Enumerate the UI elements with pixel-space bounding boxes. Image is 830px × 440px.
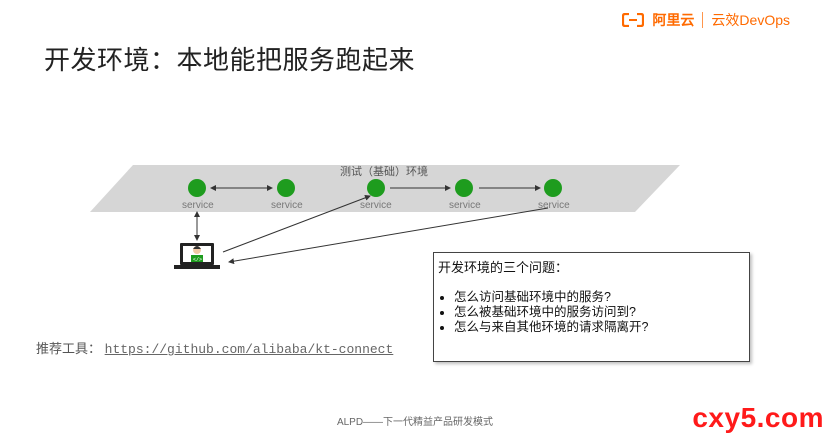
watermark: cxy5.com [692,402,824,433]
brand-header: 阿里云 云效DevOps [622,10,790,30]
link-s5-laptop [228,207,549,265]
problem-item-3: 怎么与来自其他环境的请求隔离开? [454,320,745,335]
page-title: 开发环境：本地能把服务跑起来 [44,45,416,75]
service-dot-1 [188,179,206,197]
architecture-diagram: 测试（基础）环境 service service service service… [90,164,680,269]
brand-secondary: 云效DevOps [711,12,790,28]
slide-footer: ALPD——下一代精益产品研发模式 [336,417,494,428]
service-label-4: service [449,200,481,211]
service-node-3: service [360,179,392,211]
service-label-5: service [538,200,570,211]
svg-text:</>: </> [193,257,202,263]
problems-box: 开发环境的三个问题： 怎么访问基础环境中的服务? 怎么被基础环境中的服务访问到?… [433,252,750,362]
service-dot-4 [455,179,473,197]
aliyun-logo-icon [622,12,645,28]
tool-label: 推荐工具： [36,341,102,356]
service-dot-5 [544,179,562,197]
tool-link[interactable]: https://github.com/alibaba/kt-connect [104,342,394,357]
service-label-1: service [182,200,214,211]
service-label-2: service [271,200,303,211]
problems-list: 怎么访问基础环境中的服务? 怎么被基础环境中的服务访问到? 怎么与来自其他环境的… [438,290,745,335]
link-laptop-s3 [222,194,371,253]
problems-heading: 开发环境的三个问题： [438,260,569,275]
service-label-3: service [360,200,392,211]
service-dot-2 [277,179,295,197]
brand-primary: 阿里云 [652,12,695,28]
service-node-2: service [271,179,303,211]
problem-item-2: 怎么被基础环境中的服务访问到? [454,305,745,320]
test-environment-platform [90,165,680,212]
brand-divider [702,12,704,28]
service-node-1: service [182,179,214,211]
environment-label: 测试（基础）环境 [340,164,428,178]
recommended-tool: 推荐工具： https://github.com/alibaba/kt-conn… [36,338,393,357]
service-node-4: service [449,179,481,211]
developer-laptop-icon: </> [174,243,220,269]
problem-item-1: 怎么访问基础环境中的服务? [454,290,745,305]
service-node-5: service [538,179,570,211]
service-dot-3 [367,179,385,197]
